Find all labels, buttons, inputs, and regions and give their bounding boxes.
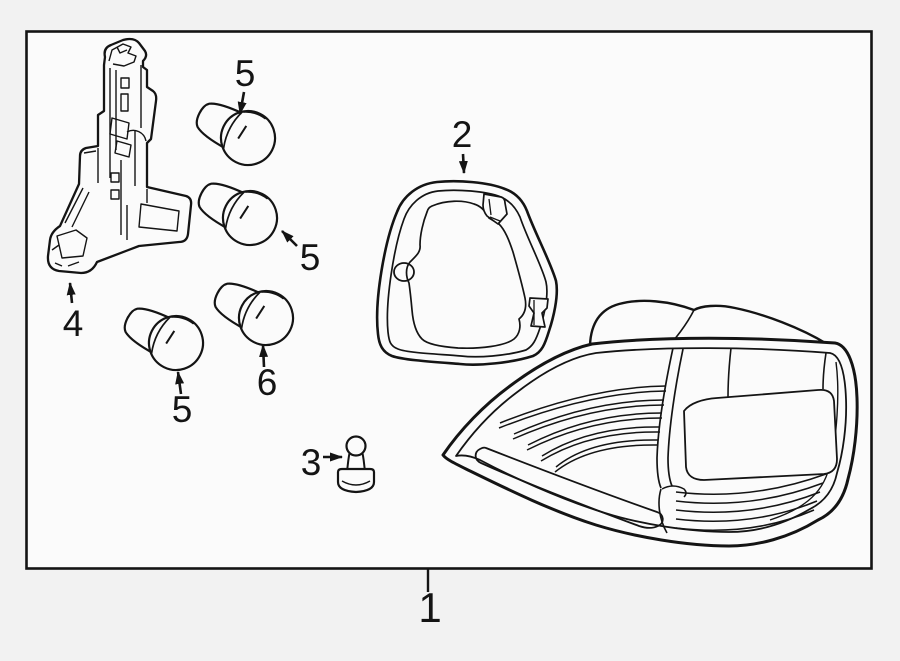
callout-3: 3	[301, 442, 343, 483]
lamp-divider	[656, 347, 684, 489]
lamp-louver-slats	[498, 385, 667, 473]
tail-lamp-drawing	[441, 299, 859, 548]
callout-5-middle-label: 5	[300, 237, 321, 278]
callout-5-bottom-arrow	[175, 371, 185, 395]
callout-3-label: 3	[301, 442, 322, 483]
gasket-drawing	[375, 179, 559, 366]
callout-1-label: 1	[418, 584, 441, 631]
callout-5-bottom: 5	[172, 371, 193, 430]
callout-4: 4	[63, 282, 84, 344]
lamp-bottom-slats	[675, 473, 827, 531]
callout-5-middle-arrow	[281, 230, 298, 247]
lamp-top-band-dividers	[727, 347, 827, 398]
callout-5-top-label: 5	[235, 53, 256, 94]
callout-5-middle: 5	[281, 230, 321, 278]
screw-ball-head	[345, 435, 367, 457]
screw-flange-base	[336, 467, 376, 494]
callout-6: 6	[257, 344, 278, 403]
holder-outline	[46, 37, 193, 275]
callout-4-arrow	[66, 282, 76, 304]
gasket-inner-band	[386, 189, 548, 358]
bulb-holder-drawing	[46, 37, 193, 275]
lamp-lower-lens-strip	[474, 446, 664, 529]
callout-6-label: 6	[257, 362, 278, 403]
lamp-outer-shell	[441, 336, 859, 548]
callout-4-label: 4	[63, 303, 84, 344]
callout-2: 2	[452, 114, 473, 174]
gasket-hole	[393, 262, 415, 282]
callout-6-arrow	[259, 344, 269, 368]
gasket-opening	[405, 200, 527, 350]
callout-5-bottom-label: 5	[172, 389, 193, 430]
holder-detail-lines	[51, 43, 180, 267]
callout-5-top: 5	[235, 53, 256, 115]
lamp-reflector-panel	[683, 388, 838, 481]
callout-2-arrow	[458, 153, 468, 174]
callout-2-label: 2	[452, 114, 473, 155]
callouts: 5 5 5 6 4 2 3 1	[63, 53, 473, 631]
callout-5-top-arrow	[237, 91, 247, 115]
callout-1: 1	[418, 569, 442, 631]
screw-drawing	[336, 435, 376, 494]
